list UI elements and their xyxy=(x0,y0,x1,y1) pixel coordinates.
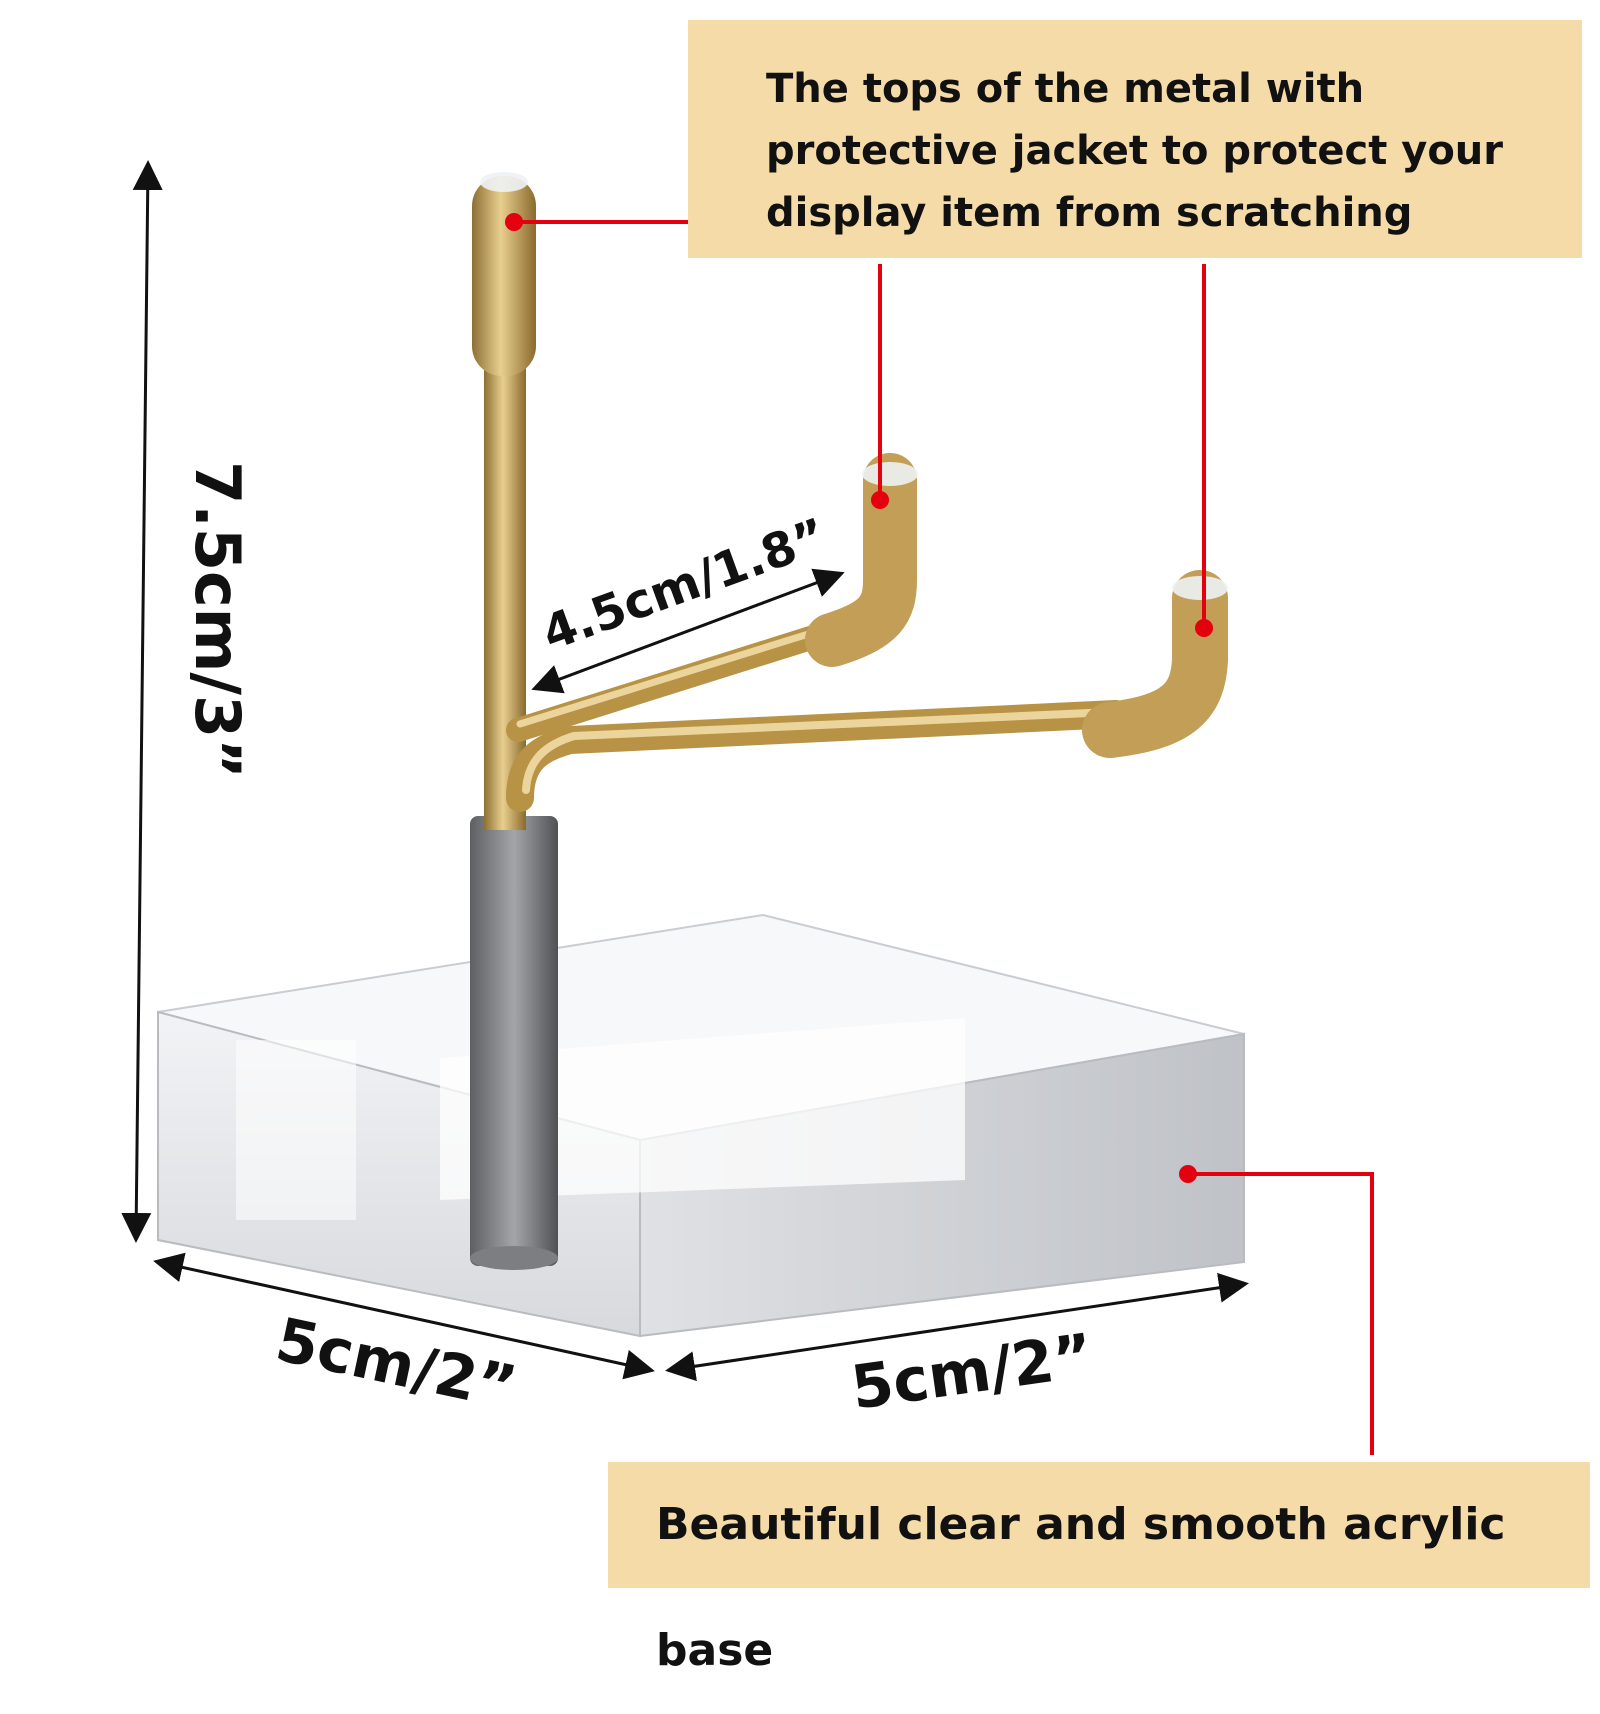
base-depth-label: 5cm/2” xyxy=(270,1305,522,1424)
protective-jacket-top xyxy=(480,172,528,192)
steel-post xyxy=(470,816,558,1266)
base-depth-arrow xyxy=(153,1252,655,1380)
protective-jacket-back xyxy=(862,462,918,486)
base-width-label: 5cm/2” xyxy=(847,1321,1097,1424)
steel-post-foot xyxy=(470,1246,558,1270)
product-illustration: 7.5cm/3” 4.5cm/1.8” 5cm/2” 5cm/2” xyxy=(121,160,1374,1455)
arm-length-arrow xyxy=(531,568,845,694)
pointer-lines xyxy=(514,220,1374,1455)
acrylic-base-callout-text: Beautiful clear and smooth acrylic base xyxy=(656,1499,1506,1676)
acrylic-base xyxy=(157,913,1245,1338)
brass-arm-front-highlight xyxy=(522,708,1116,794)
pointer-line-base xyxy=(1188,1172,1374,1455)
base-inner-reflection xyxy=(440,1018,965,1200)
pointer-dot-front-hook xyxy=(1195,619,1213,637)
base-edge-highlight xyxy=(236,1040,356,1220)
protective-jacket-callout: The tops of the metal with protective ja… xyxy=(688,20,1582,258)
pointer-dot-back-hook xyxy=(871,491,889,509)
brass-hook-back xyxy=(805,453,917,667)
pointer-dots xyxy=(505,213,1213,1183)
height-arrow xyxy=(121,160,163,1243)
pointer-dot-top-tip xyxy=(505,213,523,231)
base-width-arrow xyxy=(665,1272,1249,1382)
pointer-dot-base xyxy=(1179,1165,1197,1183)
brass-top-tip xyxy=(472,176,536,376)
brass-hook-front xyxy=(1082,570,1228,758)
protective-jacket-front xyxy=(1172,576,1228,600)
brass-stand xyxy=(472,172,1228,830)
protective-jacket-callout-text: The tops of the metal with protective ja… xyxy=(766,66,1504,236)
dimension-arrows xyxy=(121,160,1249,1382)
brass-vertical-rod xyxy=(484,360,526,830)
height-label: 7.5cm/3” xyxy=(181,461,254,779)
acrylic-base-callout: Beautiful clear and smooth acrylic base xyxy=(608,1462,1590,1676)
